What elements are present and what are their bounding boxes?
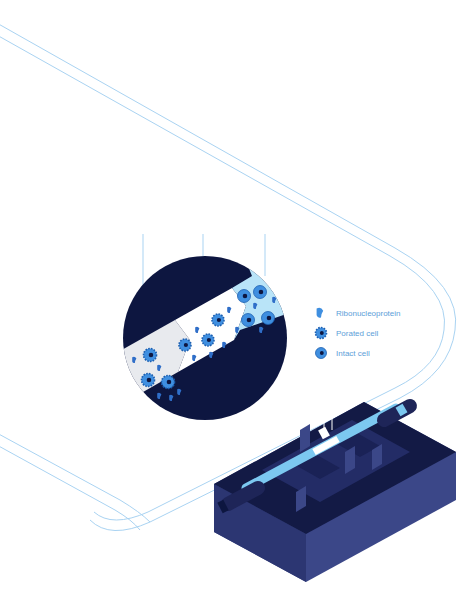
cell-nucleus — [320, 331, 324, 335]
ribonucleoprotein — [209, 352, 213, 358]
cell-nucleus — [247, 318, 252, 323]
ribonucleoprotein — [235, 327, 239, 333]
cell-nucleus — [147, 378, 152, 383]
cell-nucleus — [149, 353, 154, 358]
ribonucleoprotein — [317, 308, 324, 318]
legend-label: Intact cell — [336, 349, 370, 358]
ribonucleoprotein — [169, 395, 173, 401]
intact-cell — [238, 290, 251, 303]
ribonucleoprotein — [195, 327, 199, 333]
porated-cell — [212, 314, 224, 326]
legend: RibonucleoproteinPorated cellIntact cell — [314, 306, 401, 366]
outline-lines — [0, 22, 456, 531]
porated-cell — [142, 374, 155, 387]
legend-icon — [314, 346, 328, 360]
porated-cell — [316, 328, 327, 339]
ribonucleoprotein — [227, 307, 231, 313]
legend-icon — [314, 326, 328, 340]
cell-nucleus — [184, 343, 188, 347]
cell-nucleus — [243, 294, 248, 299]
cell-nucleus — [217, 318, 221, 322]
legend-item: Intact cell — [314, 346, 401, 360]
legend-item: Ribonucleoprotein — [314, 306, 401, 320]
intact-cell — [254, 286, 267, 299]
cell-nucleus — [267, 316, 272, 321]
ribonucleoprotein — [259, 327, 263, 333]
intact-cell — [262, 312, 275, 325]
cell-nucleus — [167, 380, 172, 385]
ribonucleoprotein — [192, 355, 196, 361]
legend-label: Porated cell — [336, 329, 378, 338]
legend-item: Porated cell — [314, 326, 401, 340]
ribonucleoprotein — [222, 342, 226, 348]
ribonucleoprotein — [137, 395, 141, 401]
cell-nucleus — [259, 290, 264, 295]
cell-nucleus — [207, 338, 211, 342]
ribonucleoprotein — [157, 365, 161, 371]
device — [214, 402, 456, 582]
porated-cell — [162, 376, 175, 389]
ribonucleoprotein — [132, 357, 136, 363]
intact-cell — [242, 314, 255, 327]
porated-cell — [179, 339, 191, 351]
ribonucleoprotein — [272, 297, 276, 303]
porated-cell — [144, 349, 157, 362]
cell-nucleus — [320, 351, 324, 355]
intact-cell — [316, 348, 327, 359]
ribonucleoprotein — [253, 303, 257, 309]
porated-cell — [202, 334, 214, 346]
ribonucleoprotein — [157, 393, 161, 399]
legend-label: Ribonucleoprotein — [336, 309, 401, 318]
channel-band — [108, 262, 295, 404]
ribonucleoprotein — [277, 282, 281, 288]
legend-icon — [314, 306, 328, 320]
ribonucleoprotein — [177, 389, 181, 395]
